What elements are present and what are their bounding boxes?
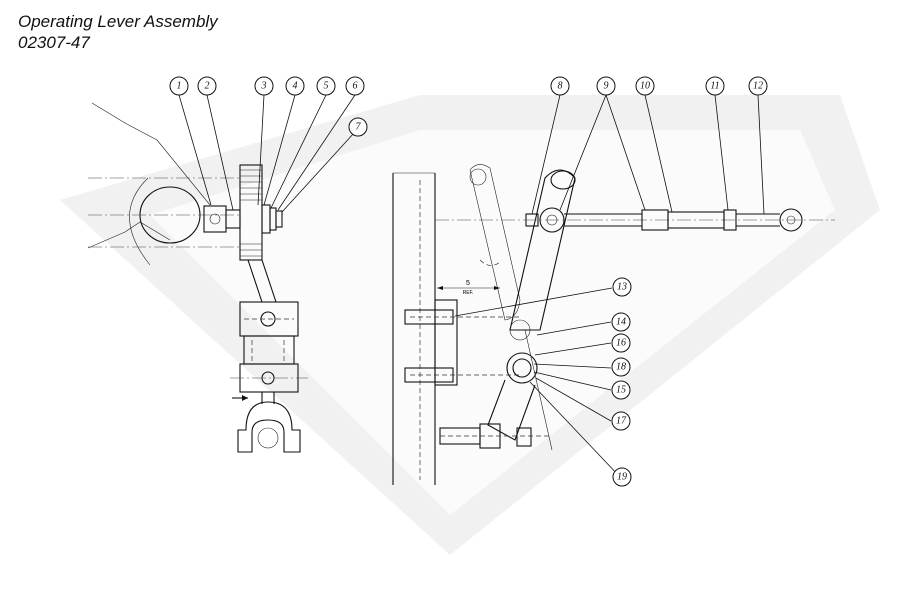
svg-text:1: 1 xyxy=(177,81,182,92)
part-number: 02307-47 xyxy=(18,33,90,52)
callout-19: 19 xyxy=(612,467,632,487)
callout-10: 10 xyxy=(635,76,655,96)
svg-text:15: 15 xyxy=(616,385,626,396)
callout-12: 12 xyxy=(748,76,768,96)
svg-text:14: 14 xyxy=(616,317,626,328)
callout-6: 6 xyxy=(345,76,365,96)
watermark xyxy=(60,95,880,555)
svg-text:8: 8 xyxy=(558,81,563,92)
callout-3: 3 xyxy=(254,76,274,96)
title-block: Operating Lever Assembly 02307-47 xyxy=(18,11,218,53)
callout-8: 8 xyxy=(550,76,570,96)
callout-17: 17 xyxy=(611,411,631,431)
svg-text:11: 11 xyxy=(710,81,719,92)
svg-text:17: 17 xyxy=(616,416,627,427)
left-side-view xyxy=(87,102,308,453)
callout-11: 11 xyxy=(705,76,725,96)
svg-text:18: 18 xyxy=(616,362,626,373)
callout-14: 14 xyxy=(611,312,631,332)
callout-2: 2 xyxy=(197,76,217,96)
svg-text:16: 16 xyxy=(616,338,626,349)
right-front-view: 5 REF. xyxy=(392,164,835,485)
svg-text:4: 4 xyxy=(293,81,298,92)
svg-text:6: 6 xyxy=(353,81,358,92)
dimension-value: 5 xyxy=(466,280,470,287)
callout-1: 1 xyxy=(169,76,189,96)
svg-text:12: 12 xyxy=(753,81,763,92)
callout-13: 13 xyxy=(612,277,632,297)
svg-text:10: 10 xyxy=(640,81,650,92)
svg-text:2: 2 xyxy=(205,81,210,92)
callout-4: 4 xyxy=(285,76,305,96)
callout-15: 15 xyxy=(611,380,631,400)
callout-9: 9 xyxy=(596,76,616,96)
svg-text:13: 13 xyxy=(617,282,627,293)
callout-16: 16 xyxy=(611,333,631,353)
callout-bubbles: 1 2 3 4 5 6 7 8 9 10 11 12 13 14 16 18 1… xyxy=(169,76,768,487)
leader-lines xyxy=(178,94,765,478)
svg-text:3: 3 xyxy=(261,81,267,92)
callout-5: 5 xyxy=(316,76,336,96)
callout-7: 7 xyxy=(348,117,368,137)
drawing-title: Operating Lever Assembly xyxy=(18,12,218,31)
svg-text:19: 19 xyxy=(617,472,627,483)
svg-text:9: 9 xyxy=(604,81,609,92)
dimension-unit: REF. xyxy=(463,290,474,296)
svg-text:7: 7 xyxy=(356,122,362,133)
callout-18: 18 xyxy=(611,357,631,377)
svg-text:5: 5 xyxy=(324,81,329,92)
